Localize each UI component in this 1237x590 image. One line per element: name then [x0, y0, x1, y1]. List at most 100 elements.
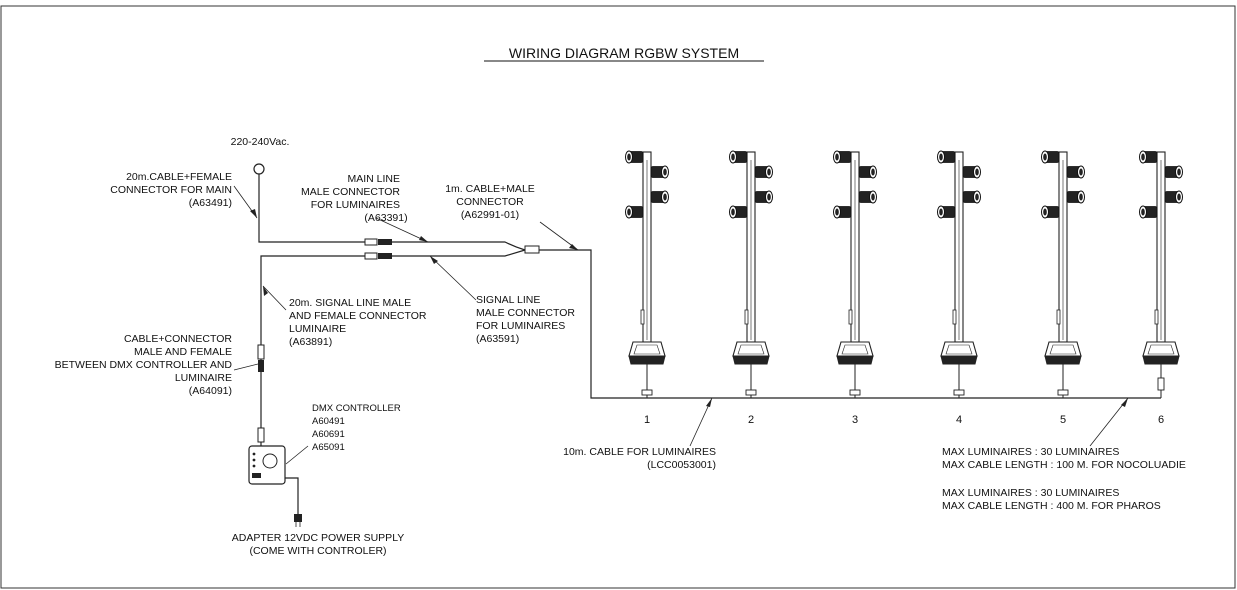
svg-text:AND FEMALE CONNECTOR: AND FEMALE CONNECTOR	[289, 310, 427, 322]
spotlight-head	[1041, 150, 1060, 164]
luminaire-number: 5	[1060, 414, 1066, 426]
controller-connector	[257, 427, 265, 443]
feed-cable	[539, 249, 1161, 399]
luminaire-number: 6	[1158, 414, 1164, 426]
svg-text:ADAPTER 12VDC POWER SUPPLY: ADAPTER 12VDC POWER SUPPLY	[232, 532, 405, 544]
spotlight-head	[1139, 150, 1158, 164]
dmx-controller-label: DMX CONTROLLER A60491 A60691 A65091	[312, 403, 401, 453]
spotlight-head	[937, 205, 956, 219]
end-cap	[1157, 377, 1165, 391]
tee-connector	[849, 389, 861, 396]
spotlight-head	[729, 205, 748, 219]
spotlight-head	[650, 165, 669, 179]
arrow-heads	[250, 209, 1128, 407]
spotlight-head	[962, 165, 981, 179]
svg-text:10m. CABLE FOR LUMINAIRES: 10m. CABLE FOR LUMINAIRES	[563, 446, 716, 458]
main-cable-label: 20m.CABLE+FEMALE CONNECTOR FOR MAIN (A63…	[110, 171, 232, 209]
svg-text:FOR LUMINAIRES: FOR LUMINAIRES	[476, 320, 565, 332]
luminaire-number: 1	[644, 414, 650, 426]
svg-text:CONNECTOR: CONNECTOR	[456, 196, 524, 208]
svg-text:DMX CONTROLLER: DMX CONTROLLER	[312, 403, 401, 414]
svg-text:LUMINAIRE: LUMINAIRE	[289, 323, 346, 335]
luminaire-3: 3	[833, 150, 877, 426]
svg-text:MAX LUMINAIRES : 30 LUMINAIRES: MAX LUMINAIRES : 30 LUMINAIRES	[942, 487, 1119, 499]
spotlight-head	[962, 190, 981, 204]
spotlight-head	[858, 190, 877, 204]
spotlight-head	[650, 190, 669, 204]
svg-text:MAX LUMINAIRES : 30 LUMINAIRES: MAX LUMINAIRES : 30 LUMINAIRES	[942, 446, 1119, 458]
spotlight-head	[754, 165, 773, 179]
max-notes: MAX LUMINAIRES : 30 LUMINAIRES MAX CABLE…	[942, 446, 1186, 512]
main-line-label: MAIN LINE MALE CONNECTOR FOR LUMINAIRES …	[301, 173, 408, 224]
luminaire-base	[940, 341, 978, 365]
svg-text:(A63591): (A63591)	[476, 333, 519, 345]
spotlight-head	[1066, 165, 1085, 179]
svg-text:(A63391): (A63391)	[364, 212, 407, 224]
spotlight-head	[754, 190, 773, 204]
svg-text:FOR LUMINAIRES: FOR LUMINAIRES	[311, 199, 400, 211]
svg-text:A65091: A65091	[312, 442, 345, 453]
svg-text:MAX CABLE LENGTH : 400 M. FOR: MAX CABLE LENGTH : 400 M. FOR PHAROS	[942, 500, 1161, 512]
power-plug-icon	[294, 514, 302, 527]
dmx-cable-connector	[257, 344, 265, 372]
luminaire-number: 4	[956, 414, 962, 426]
svg-text:LUMINAIRE: LUMINAIRE	[175, 372, 232, 384]
luminaire-base	[836, 341, 874, 365]
svg-text:MALE AND FEMALE: MALE AND FEMALE	[134, 346, 232, 358]
svg-text:(A62991-01): (A62991-01)	[461, 209, 519, 221]
svg-text:CABLE+CONNECTOR: CABLE+CONNECTOR	[124, 333, 232, 345]
svg-text:(A63491): (A63491)	[189, 197, 232, 209]
luminaire-2: 2	[729, 150, 773, 426]
voltage-label: 220-240Vac.	[231, 136, 290, 148]
spotlight-head	[858, 165, 877, 179]
svg-text:MAX CABLE LENGTH : 100 M. FOR: MAX CABLE LENGTH : 100 M. FOR NOCOLUADIE	[942, 459, 1186, 471]
dmx-controller-box	[248, 445, 286, 485]
luminaire-base	[1044, 341, 1082, 365]
luminaire-base	[732, 341, 770, 365]
ten-m-cable-label: 10m. CABLE FOR LUMINAIRES (LCC0053001)	[563, 446, 716, 471]
main-line-wire	[392, 241, 526, 251]
spotlight-head	[937, 150, 956, 164]
joint-connector	[524, 245, 540, 254]
luminaire-base	[628, 341, 666, 365]
tee-connector	[745, 389, 757, 396]
main-power-wire	[258, 174, 365, 243]
signal-20m-label: 20m. SIGNAL LINE MALE AND FEMALE CONNECT…	[289, 297, 427, 348]
signal-line-wire	[392, 249, 526, 257]
luminaire-1: 1	[625, 150, 669, 426]
svg-text:A60491: A60491	[312, 416, 345, 427]
spotlight-head	[1164, 190, 1183, 204]
spotlight-head	[1164, 165, 1183, 179]
spotlight-head	[833, 150, 852, 164]
luminaire-group: 1 2 3 4 5 6	[625, 150, 1183, 426]
mains-terminal	[253, 163, 265, 175]
luminaire-6: 6	[1139, 150, 1183, 426]
svg-text:(LCC0053001): (LCC0053001)	[647, 459, 716, 471]
one-m-cable-label: 1m. CABLE+MALE CONNECTOR (A62991-01)	[445, 183, 535, 221]
tee-connector	[953, 389, 965, 396]
svg-text:20m.CABLE+FEMALE: 20m.CABLE+FEMALE	[126, 171, 232, 183]
luminaire-5: 5	[1041, 150, 1085, 426]
svg-text:(A64091): (A64091)	[189, 385, 232, 397]
spotlight-head	[625, 205, 644, 219]
adapter-label: ADAPTER 12VDC POWER SUPPLY (COME WITH CO…	[232, 532, 405, 557]
svg-text:MAIN LINE: MAIN LINE	[347, 173, 400, 185]
luminaire-4: 4	[937, 150, 981, 426]
svg-text:MALE CONNECTOR: MALE CONNECTOR	[476, 307, 575, 319]
svg-text:BETWEEN DMX CONTROLLER AND: BETWEEN DMX CONTROLLER AND	[55, 359, 233, 371]
dmx-cable-label: CABLE+CONNECTOR MALE AND FEMALE BETWEEN …	[55, 333, 233, 397]
svg-text:MALE CONNECTOR: MALE CONNECTOR	[301, 186, 400, 198]
tee-connector	[1057, 389, 1069, 396]
tee-connector	[641, 389, 653, 396]
power-adapter-cable	[285, 477, 299, 514]
luminaire-number: 3	[852, 414, 858, 426]
drawing-frame	[0, 5, 1236, 589]
svg-text:CONNECTOR FOR MAIN: CONNECTOR FOR MAIN	[110, 184, 232, 196]
signal-line-label: SIGNAL LINE MALE CONNECTOR FOR LUMINAIRE…	[476, 294, 575, 345]
luminaire-number: 2	[748, 414, 754, 426]
svg-text:20m. SIGNAL LINE MALE: 20m. SIGNAL LINE MALE	[289, 297, 411, 309]
spotlight-head	[1041, 205, 1060, 219]
spotlight-head	[625, 150, 644, 164]
spotlight-head	[1066, 190, 1085, 204]
